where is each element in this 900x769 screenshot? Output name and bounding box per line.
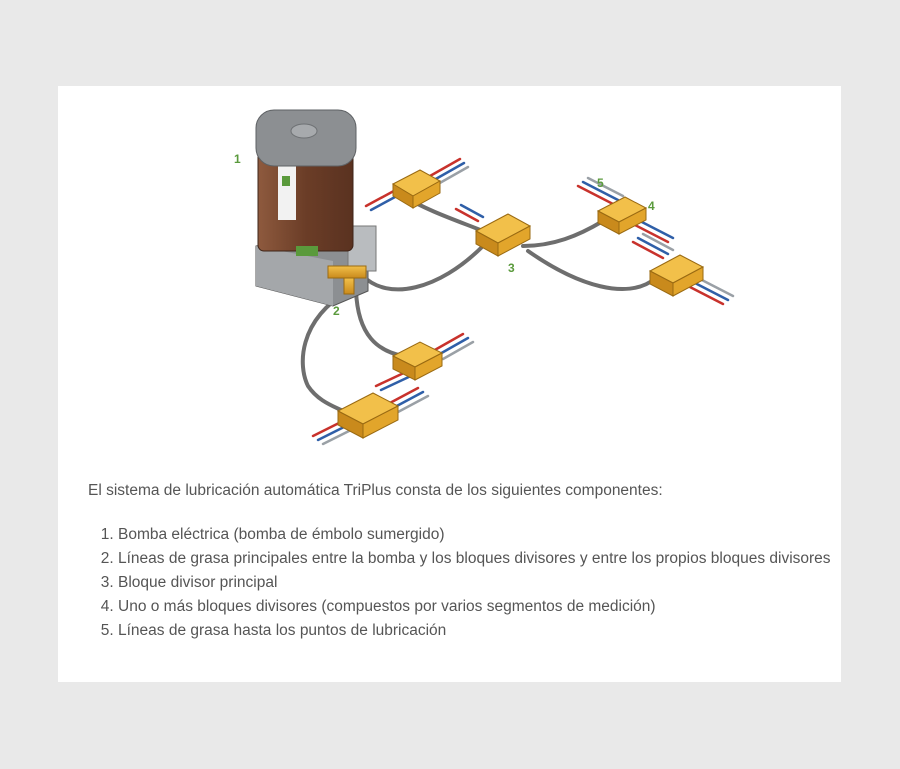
list-item: Bloque divisor principal: [118, 571, 858, 595]
electric-pump: [256, 110, 376, 306]
callout-1: 1: [234, 152, 241, 166]
divider-block-upper-right: [598, 197, 646, 234]
list-item: Líneas de grasa principales entre la bom…: [118, 547, 858, 571]
main-divider-block: [476, 214, 530, 256]
components-list: Bomba eléctrica (bomba de émbolo sumergi…: [88, 523, 858, 643]
lubrication-system-diagram: 1 2 3 4 5: [58, 86, 841, 466]
list-item: Uno o más bloques divisores (compuestos …: [118, 595, 858, 619]
callout-4: 4: [648, 199, 655, 213]
callout-2: 2: [333, 304, 340, 318]
callout-3: 3: [508, 261, 515, 275]
list-item: Bomba eléctrica (bomba de émbolo sumergi…: [118, 523, 858, 547]
list-item: Líneas de grasa hasta los puntos de lubr…: [118, 619, 858, 643]
intro-paragraph: El sistema de lubricación automática Tri…: [88, 480, 818, 502]
callout-5: 5: [597, 176, 604, 190]
content-card: 1 2 3 4 5 El sistema de lubricación auto…: [58, 86, 841, 682]
